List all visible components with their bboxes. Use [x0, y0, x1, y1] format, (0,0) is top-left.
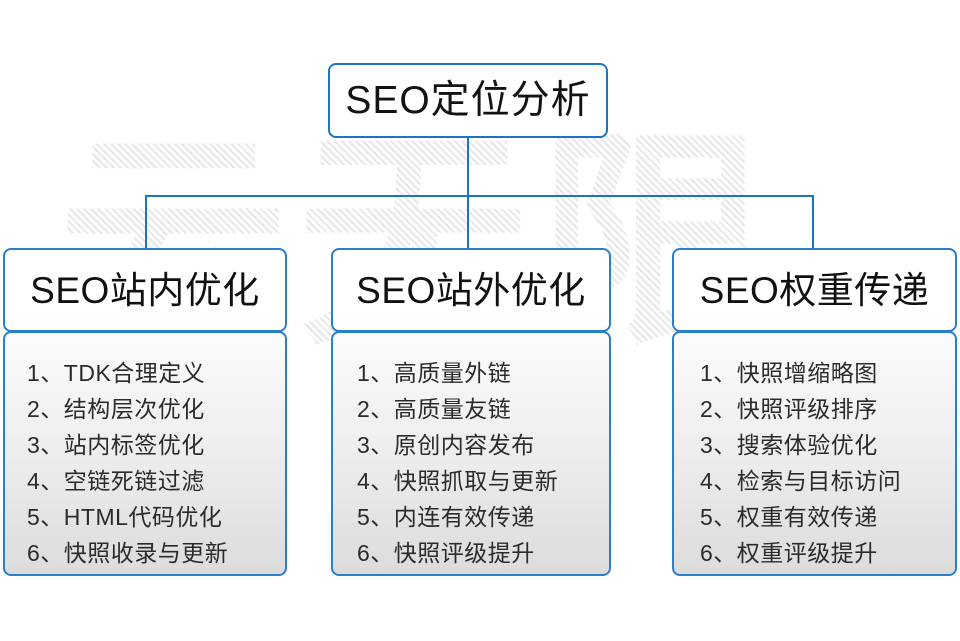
root-node[interactable]: SEO定位分析 — [328, 63, 608, 138]
list-item: 4、快照抓取与更新 — [357, 468, 559, 494]
list-item: 5、权重有效传递 — [700, 504, 878, 530]
list-item: 5、内连有效传递 — [357, 504, 535, 530]
branch-3-header[interactable]: SEO权重传递 — [672, 248, 957, 332]
branch-2-header[interactable]: SEO站外优化 — [331, 248, 611, 332]
branch-2-list: 1、高质量外链 2、高质量友链 3、原创内容发布 4、快照抓取与更新 5、内连有… — [331, 331, 611, 576]
connector-root-vertical — [467, 137, 469, 197]
list-item: 6、快照收录与更新 — [27, 540, 229, 566]
list-item: 3、站内标签优化 — [27, 432, 205, 458]
list-item: 6、快照评级提升 — [357, 540, 535, 566]
branch-3-list: 1、快照增缩略图 2、快照评级排序 3、搜索体验优化 4、检索与目标访问 5、权… — [672, 331, 957, 576]
list-item: 3、原创内容发布 — [357, 432, 535, 458]
branch-column-3: SEO权重传递 1、快照增缩略图 2、快照评级排序 3、搜索体验优化 4、检索与… — [672, 248, 957, 576]
connector-horizontal-bus — [145, 195, 814, 197]
list-item: 1、快照增缩略图 — [700, 360, 878, 386]
branch-1-title: SEO站内优化 — [30, 269, 260, 311]
list-item: 2、高质量友链 — [357, 396, 512, 422]
list-item: 2、结构层次优化 — [27, 396, 205, 422]
branch-column-2: SEO站外优化 1、高质量外链 2、高质量友链 3、原创内容发布 4、快照抓取与… — [331, 248, 611, 576]
list-item: 2、快照评级排序 — [700, 396, 878, 422]
branch-2-title: SEO站外优化 — [356, 269, 586, 311]
list-item: 4、检索与目标访问 — [700, 468, 902, 494]
branch-column-1: SEO站内优化 1、TDK合理定义 2、结构层次优化 3、站内标签优化 4、空链… — [3, 248, 287, 576]
connector-branch-2-vertical — [467, 195, 469, 250]
list-item: 5、HTML代码优化 — [27, 504, 223, 530]
list-item: 4、空链死链过滤 — [27, 468, 205, 494]
branch-3-title: SEO权重传递 — [699, 269, 930, 311]
branch-1-list: 1、TDK合理定义 2、结构层次优化 3、站内标签优化 4、空链死链过滤 5、H… — [3, 331, 287, 576]
list-item: 1、高质量外链 — [357, 360, 512, 386]
connector-branch-3-vertical — [812, 195, 814, 250]
list-item: 1、TDK合理定义 — [27, 360, 206, 386]
connector-branch-1-vertical — [145, 195, 147, 250]
list-item: 3、搜索体验优化 — [700, 432, 878, 458]
root-node-label: SEO定位分析 — [345, 79, 591, 122]
list-item: 6、权重评级提升 — [700, 540, 878, 566]
branch-1-header[interactable]: SEO站内优化 — [3, 248, 287, 332]
